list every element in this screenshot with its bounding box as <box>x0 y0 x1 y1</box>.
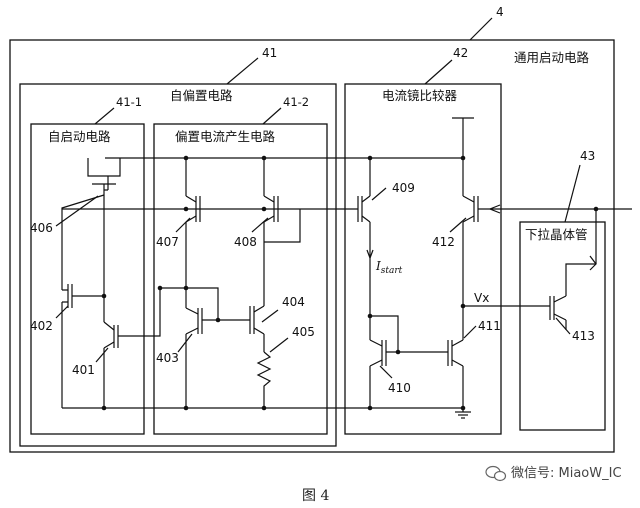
junction-dots <box>101 155 599 411</box>
box-42 <box>344 83 502 435</box>
label-404: 404 <box>282 295 305 309</box>
box-41 <box>19 83 337 447</box>
label-407: 407 <box>156 235 179 249</box>
ref-43: 43 <box>580 149 595 163</box>
supply-rails <box>62 117 474 419</box>
outer-box-4 <box>9 39 615 453</box>
title-41-2: 偏置电流产生电路 <box>175 129 276 144</box>
component-leaders <box>55 187 571 379</box>
box-41-1 <box>30 123 145 435</box>
pulldown-circuit <box>549 209 597 330</box>
watermark-text: 微信号: MiaoW_IC <box>511 466 622 481</box>
wechat-icon <box>485 465 507 482</box>
box-41-2 <box>153 123 328 435</box>
label-413: 413 <box>572 329 595 343</box>
startup-circuit <box>61 158 161 408</box>
ref-42: 42 <box>453 46 468 60</box>
label-405: 405 <box>292 325 315 339</box>
label-411: 411 <box>478 319 501 333</box>
label-402: 402 <box>30 319 53 333</box>
label-412: 412 <box>432 235 455 249</box>
label-406: 406 <box>30 221 53 235</box>
label-410: 410 <box>388 381 411 395</box>
label-409: 409 <box>392 181 415 195</box>
ref-41-1: 41-1 <box>116 95 142 109</box>
ref-41: 41 <box>262 46 277 60</box>
label-408: 408 <box>234 235 257 249</box>
ref-4: 4 <box>496 5 504 19</box>
figure-caption: 图 4 <box>302 488 329 504</box>
leader-lines <box>94 17 581 223</box>
box-43 <box>519 221 606 431</box>
title-43: 下拉晶体管 <box>525 227 588 242</box>
bias-circuit <box>62 158 358 408</box>
label-403: 403 <box>156 351 179 365</box>
label-401: 401 <box>72 363 95 377</box>
label-istart: Istart <box>375 259 403 276</box>
title-41-1: 自启动电路 <box>48 129 111 144</box>
title-4: 通用启动电路 <box>514 50 590 65</box>
title-41: 自偏置电路 <box>170 88 233 103</box>
label-vx: Vx <box>474 291 489 305</box>
title-42: 电流镜比较器 <box>382 88 458 103</box>
ref-41-2: 41-2 <box>283 95 309 109</box>
comparator-circuit <box>357 158 632 408</box>
